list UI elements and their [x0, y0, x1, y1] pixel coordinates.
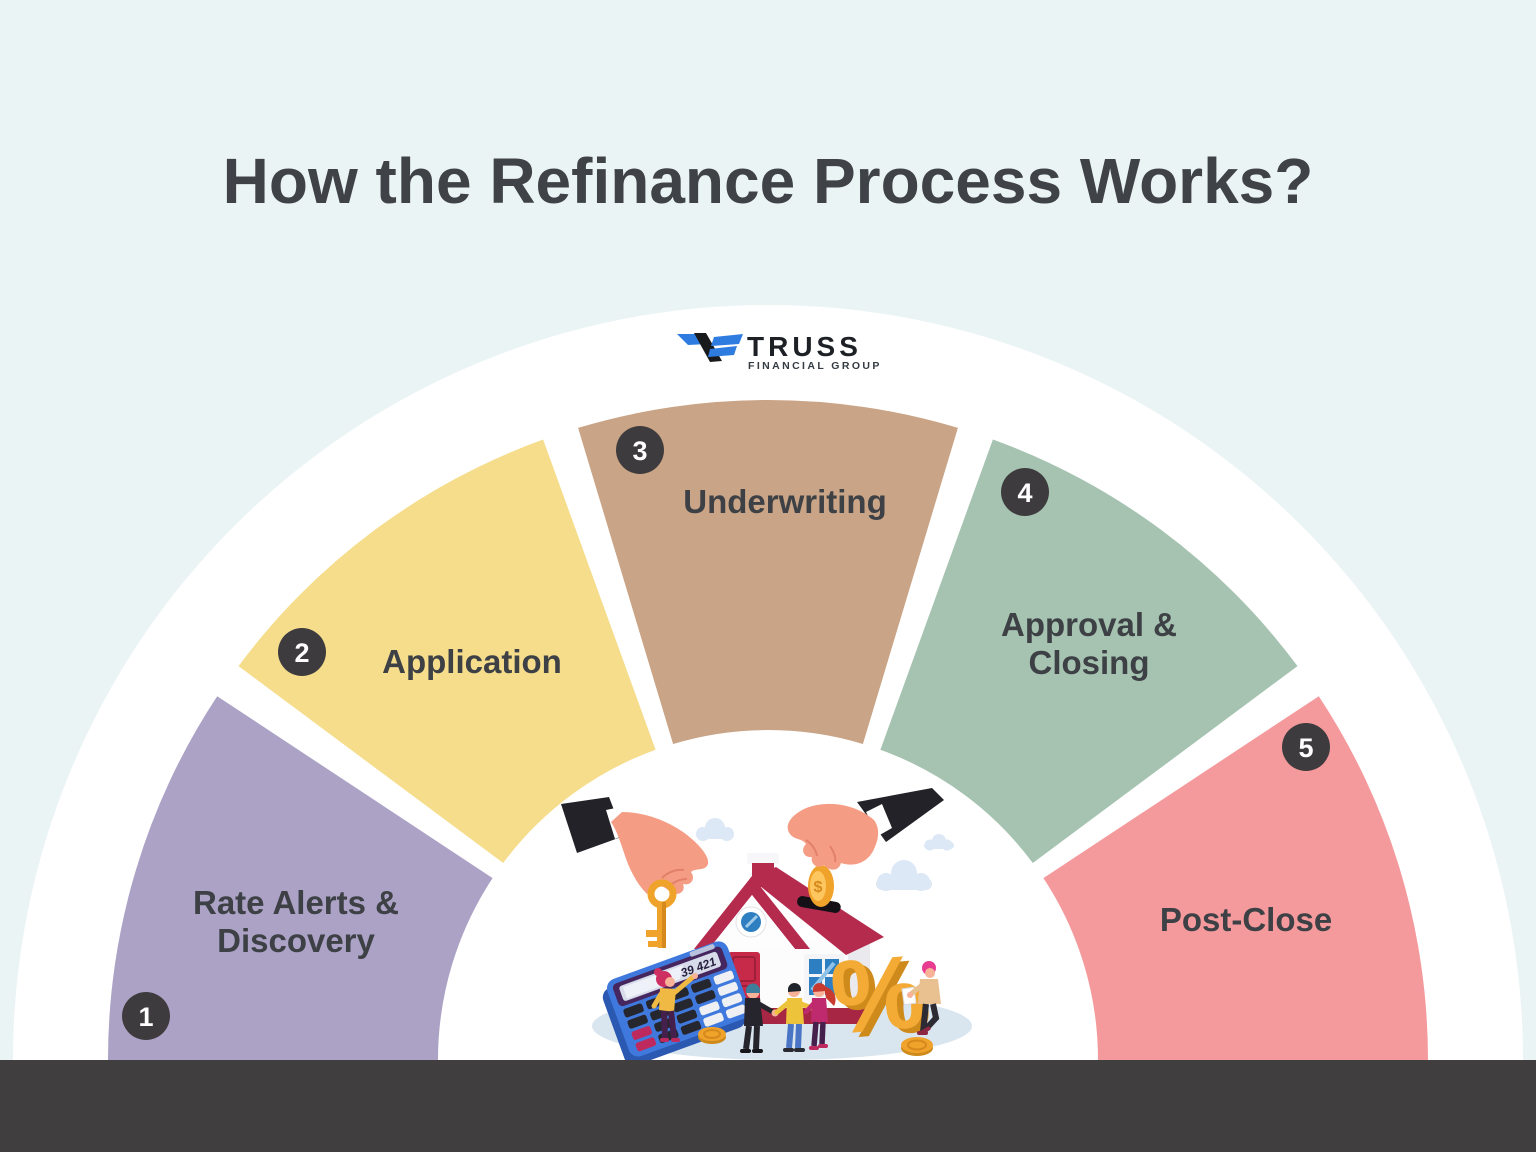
person-agent-black-suit [740, 983, 779, 1053]
person-woman-magenta [803, 982, 836, 1050]
label-underwriting: Underwriting [683, 483, 887, 520]
calculator-tag [689, 944, 715, 957]
arm [803, 1001, 816, 1015]
shoe [783, 1048, 794, 1052]
hand-with-key-icon [561, 797, 709, 948]
arm [671, 974, 696, 996]
label-rate-alerts-line2: Discovery [217, 922, 375, 959]
leg [661, 1010, 668, 1039]
step-labels: Rate Alerts & Discovery Application Unde… [193, 483, 1332, 959]
hand-with-coin-icon: $ [787, 788, 944, 907]
finger-crease [661, 868, 685, 879]
arm [908, 983, 924, 997]
round-window-highlight [744, 914, 759, 929]
leg [743, 1025, 752, 1050]
badge-5-circle [1282, 723, 1330, 771]
segment-rate-alerts-discovery [107, 696, 493, 1060]
hair [787, 982, 801, 992]
coin-dollar: $ [814, 879, 823, 896]
arm [774, 1000, 791, 1015]
shirt-cuff [866, 804, 892, 836]
coin-icon [698, 1027, 726, 1044]
hand [787, 803, 879, 870]
shoe [740, 1049, 751, 1053]
leg-crossed [922, 1003, 940, 1033]
key-stem-shade [662, 902, 666, 948]
arm [756, 1001, 776, 1015]
key-tooth [648, 941, 657, 947]
leg [786, 1023, 794, 1049]
house-icon [694, 853, 884, 1024]
hand [611, 812, 709, 894]
hand [907, 992, 913, 998]
torso [918, 979, 941, 1004]
person-man-paper [901, 961, 941, 1035]
center-illustration: $ 39 421 [561, 788, 972, 1066]
label-approval-line2: Closing [1029, 644, 1150, 681]
leg [811, 1021, 819, 1047]
logo-brand-text: TRUSS [747, 331, 862, 362]
face [665, 977, 675, 987]
step-badges: 1 2 3 4 5 [122, 426, 1330, 1040]
gable-roof [694, 876, 810, 949]
leg [753, 1025, 760, 1050]
shoe [660, 1038, 669, 1042]
finger-crease [829, 845, 837, 863]
arm [651, 991, 664, 1009]
leg [795, 1023, 802, 1049]
badge-1-circle [122, 992, 170, 1040]
badge-4-number: 4 [1017, 478, 1032, 508]
label-approval-line1: Approval & [1001, 606, 1177, 643]
badge-4-circle [1001, 468, 1049, 516]
hair-flow [824, 986, 836, 1006]
house-side-wall [848, 940, 870, 1014]
key-tooth [646, 930, 657, 937]
badge-1-number: 1 [138, 1002, 153, 1032]
leg [668, 1010, 677, 1039]
badge-2-circle [278, 628, 326, 676]
chimney-cap [747, 853, 779, 864]
finger-crease [805, 839, 818, 857]
label-post-close: Post-Close [1160, 901, 1332, 938]
hair [812, 982, 826, 992]
shoe [809, 1046, 819, 1050]
badge-3-number: 3 [632, 436, 647, 466]
label-rate-alerts-line1: Rate Alerts & [193, 884, 399, 921]
shoe [818, 1044, 828, 1048]
logo-bar2-icon [708, 346, 737, 357]
coin-icon [901, 1037, 933, 1056]
segment-post-close [1043, 696, 1429, 1060]
segment-application [238, 439, 656, 863]
leg [819, 1021, 826, 1045]
shoe [671, 1038, 680, 1042]
cloud-icon [696, 818, 734, 841]
page-title: How the Refinance Process Works? [223, 145, 1314, 217]
truss-logo: TRUSS FINANCIAL GROUP [677, 331, 882, 372]
hand [692, 973, 698, 979]
badge-3-circle [616, 426, 664, 474]
cloud-icon [924, 834, 954, 851]
footer-bar [0, 1060, 1536, 1152]
coin-face [810, 871, 826, 901]
segment-underwriting [578, 399, 958, 744]
shoe [752, 1049, 763, 1053]
cloud-icon [876, 860, 932, 891]
label-application: Application [382, 643, 562, 680]
person-woman-calculator [651, 968, 698, 1042]
process-fan [107, 399, 1429, 1060]
logo-bar1-icon [711, 334, 743, 346]
segment-approval-closing [880, 439, 1298, 863]
face [925, 968, 935, 978]
shoe [794, 1048, 805, 1052]
torso [811, 998, 828, 1022]
badge-2-number: 2 [294, 638, 309, 668]
shoe [921, 1026, 931, 1034]
logo-tagline-text: FINANCIAL GROUP [748, 360, 882, 372]
main-roof [750, 867, 884, 955]
badge-5-number: 5 [1298, 733, 1313, 763]
cap [745, 983, 760, 993]
